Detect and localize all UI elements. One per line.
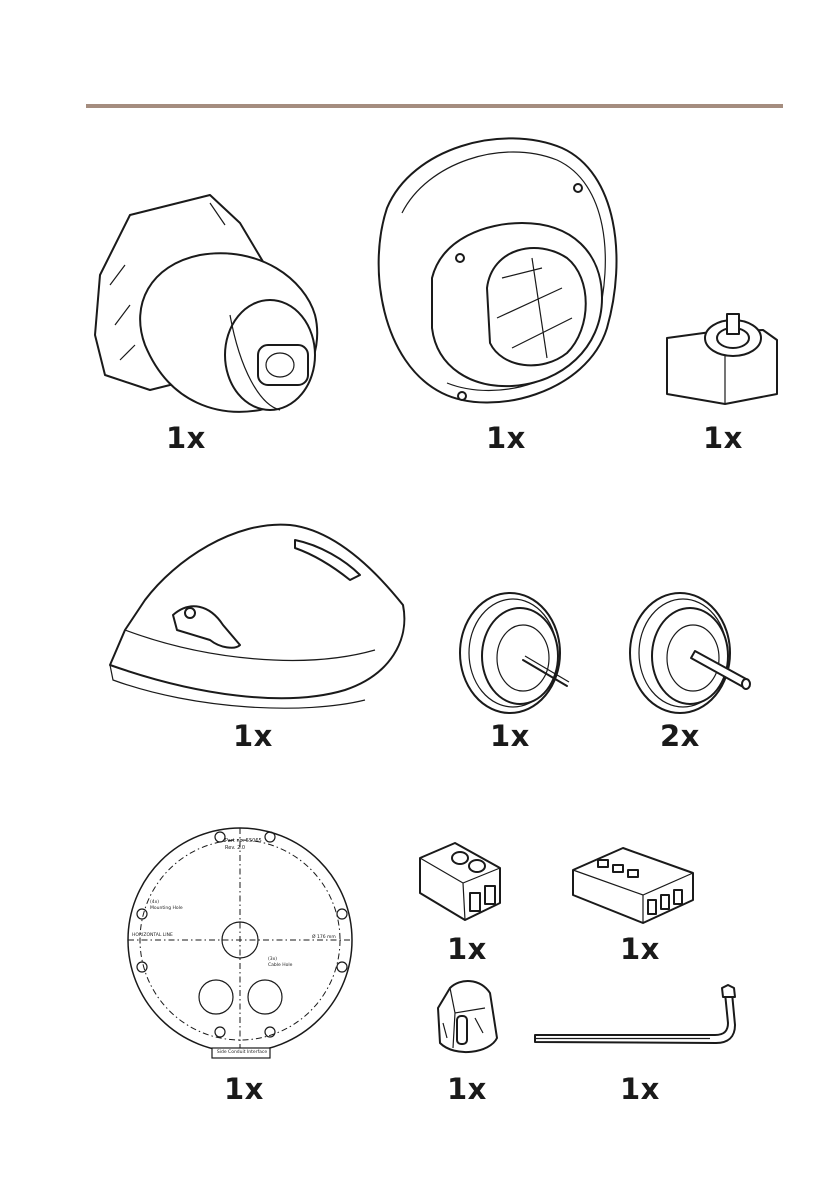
torx-bit-illustration	[435, 978, 500, 1058]
dome-housing-quantity: 1x	[486, 424, 526, 453]
template-diameter: Ø 176 mm	[312, 935, 336, 940]
dome-housing-illustration	[372, 128, 622, 413]
cable-gasket-small-quantity: 1x	[490, 722, 530, 751]
torx-bit-quantity: 1x	[447, 1075, 487, 1104]
drill-template-quantity: 1x	[224, 1075, 264, 1104]
camera-unit-illustration	[90, 195, 325, 415]
terminal-block-2pin-illustration	[415, 838, 505, 923]
template-cable-hole: (3x) Cable Hole	[268, 957, 292, 968]
terminal-block-multipin-quantity: 1x	[620, 935, 660, 964]
template-side-conduit: Side Conduit Interface	[214, 1050, 270, 1056]
terminal-block-2pin-quantity: 1x	[447, 935, 487, 964]
template-rev: Rev. 2.0	[225, 845, 245, 851]
cable-gasket-small-illustration	[455, 588, 575, 718]
cable-gasket-large-quantity: 2x	[660, 722, 700, 751]
cable-gasket-large-illustration	[625, 588, 755, 718]
header-rule	[86, 104, 783, 108]
terminal-block-multipin-illustration	[568, 845, 698, 925]
weathershield-illustration	[105, 520, 410, 705]
cable-cover-clip-quantity: 1x	[703, 424, 743, 453]
torx-l-key-quantity: 1x	[620, 1075, 660, 1104]
template-part-no: Part no. 55065	[225, 838, 262, 844]
cable-cover-clip-illustration	[663, 310, 783, 405]
weathershield-quantity: 1x	[233, 722, 273, 751]
torx-l-key-illustration	[530, 985, 740, 1050]
template-horizontal-line: HORIZONTAL LINE	[132, 933, 173, 938]
camera-unit-quantity: 1x	[166, 424, 206, 453]
drill-template-illustration: Part no. 55065 Rev. 2.0 (4x) Mounting Ho…	[120, 822, 365, 1062]
template-mounting-hole: (4x) Mounting Hole	[150, 900, 183, 911]
